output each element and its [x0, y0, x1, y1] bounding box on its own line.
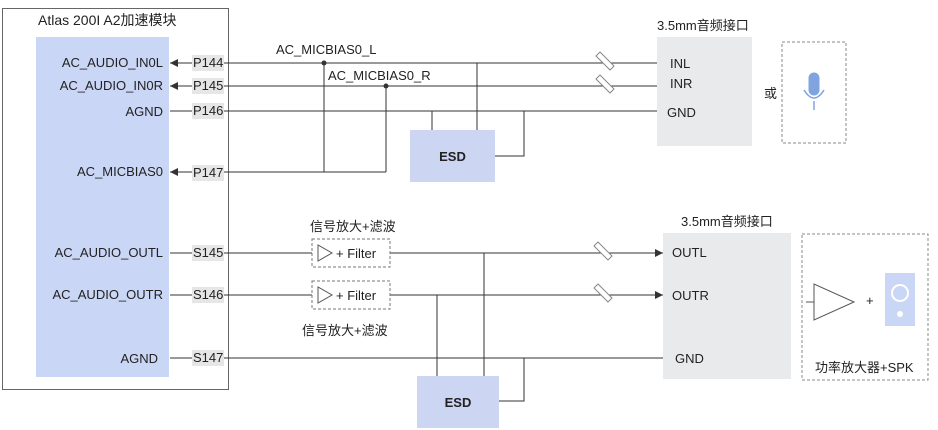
resistor-icon [593, 283, 613, 303]
signal-ac-audio-outl: AC_AUDIO_OUTL [54, 245, 163, 260]
filter-block-outl [311, 238, 391, 268]
resistor-icon [593, 241, 613, 261]
pin-s147: S147 [192, 350, 225, 366]
amplifier-icon [317, 244, 334, 262]
esd-top-label: ESD [439, 148, 466, 164]
pin-p147: P147 [192, 165, 225, 181]
signal-agnd-out: AGND [120, 351, 158, 366]
pin-s145: S145 [192, 245, 225, 261]
signal-ac-micbias0: AC_MICBIAS0 [77, 164, 163, 179]
mic-box [781, 41, 847, 144]
output-jack-gnd: GND [675, 351, 704, 366]
or-label: 或 [764, 86, 778, 101]
microphone-icon [803, 72, 825, 110]
signal-ac-audio-in0r: AC_AUDIO_IN0R [59, 78, 163, 93]
resistor-icon [595, 74, 615, 94]
amplifier-icon [317, 286, 334, 304]
filter-label-top: 信号放大+滤波 [310, 219, 396, 234]
power-amp-box [801, 233, 929, 381]
junction-dot [383, 83, 389, 89]
amp-block-label: 功率放大器+SPK [815, 360, 914, 375]
signal-agnd-in: AGND [125, 104, 163, 119]
module-title: Atlas 200I A2加速模块 [38, 12, 177, 28]
pin-p144: P144 [192, 55, 225, 71]
esd-bottom: ESD [417, 376, 499, 428]
amp-plus: + [866, 293, 874, 308]
pin-s146: S146 [192, 287, 225, 303]
filter-label-bottom: 信号放大+滤波 [302, 323, 388, 338]
signal-ac-audio-in0l: AC_AUDIO_IN0L [61, 55, 163, 70]
esd-bottom-label: ESD [444, 394, 472, 410]
input-jack-inr: INR [670, 76, 693, 91]
pin-p146: P146 [192, 103, 225, 119]
input-jack-box [657, 37, 752, 146]
output-jack-box [663, 233, 791, 379]
pin-p145: P145 [192, 78, 225, 94]
module-border [2, 8, 229, 390]
output-jack-title: 3.5mm音频接口 [681, 214, 773, 229]
resistor-icon [595, 51, 615, 71]
input-jack-inl: INL [670, 56, 691, 71]
module-interface-area [36, 37, 169, 377]
filter-text-outr: + Filter [336, 288, 377, 303]
signal-ac-audio-outr: AC_AUDIO_OUTR [52, 287, 163, 302]
input-jack-title: 3.5mm音频接口 [657, 18, 749, 33]
input-jack-gnd: GND [667, 105, 696, 120]
filter-block-outr [311, 280, 391, 310]
power-amplifier-icon [806, 283, 856, 321]
speaker-icon [885, 273, 915, 326]
label-micbias-l: AC_MICBIAS0_L [276, 42, 377, 57]
label-micbias-r: AC_MICBIAS0_R [328, 68, 431, 83]
output-jack-outr: OUTR [672, 288, 709, 303]
junction-dot [321, 60, 327, 66]
output-jack-outl: OUTL [672, 245, 707, 260]
filter-text-outl: + Filter [336, 246, 377, 261]
esd-top: ESD [410, 130, 495, 182]
